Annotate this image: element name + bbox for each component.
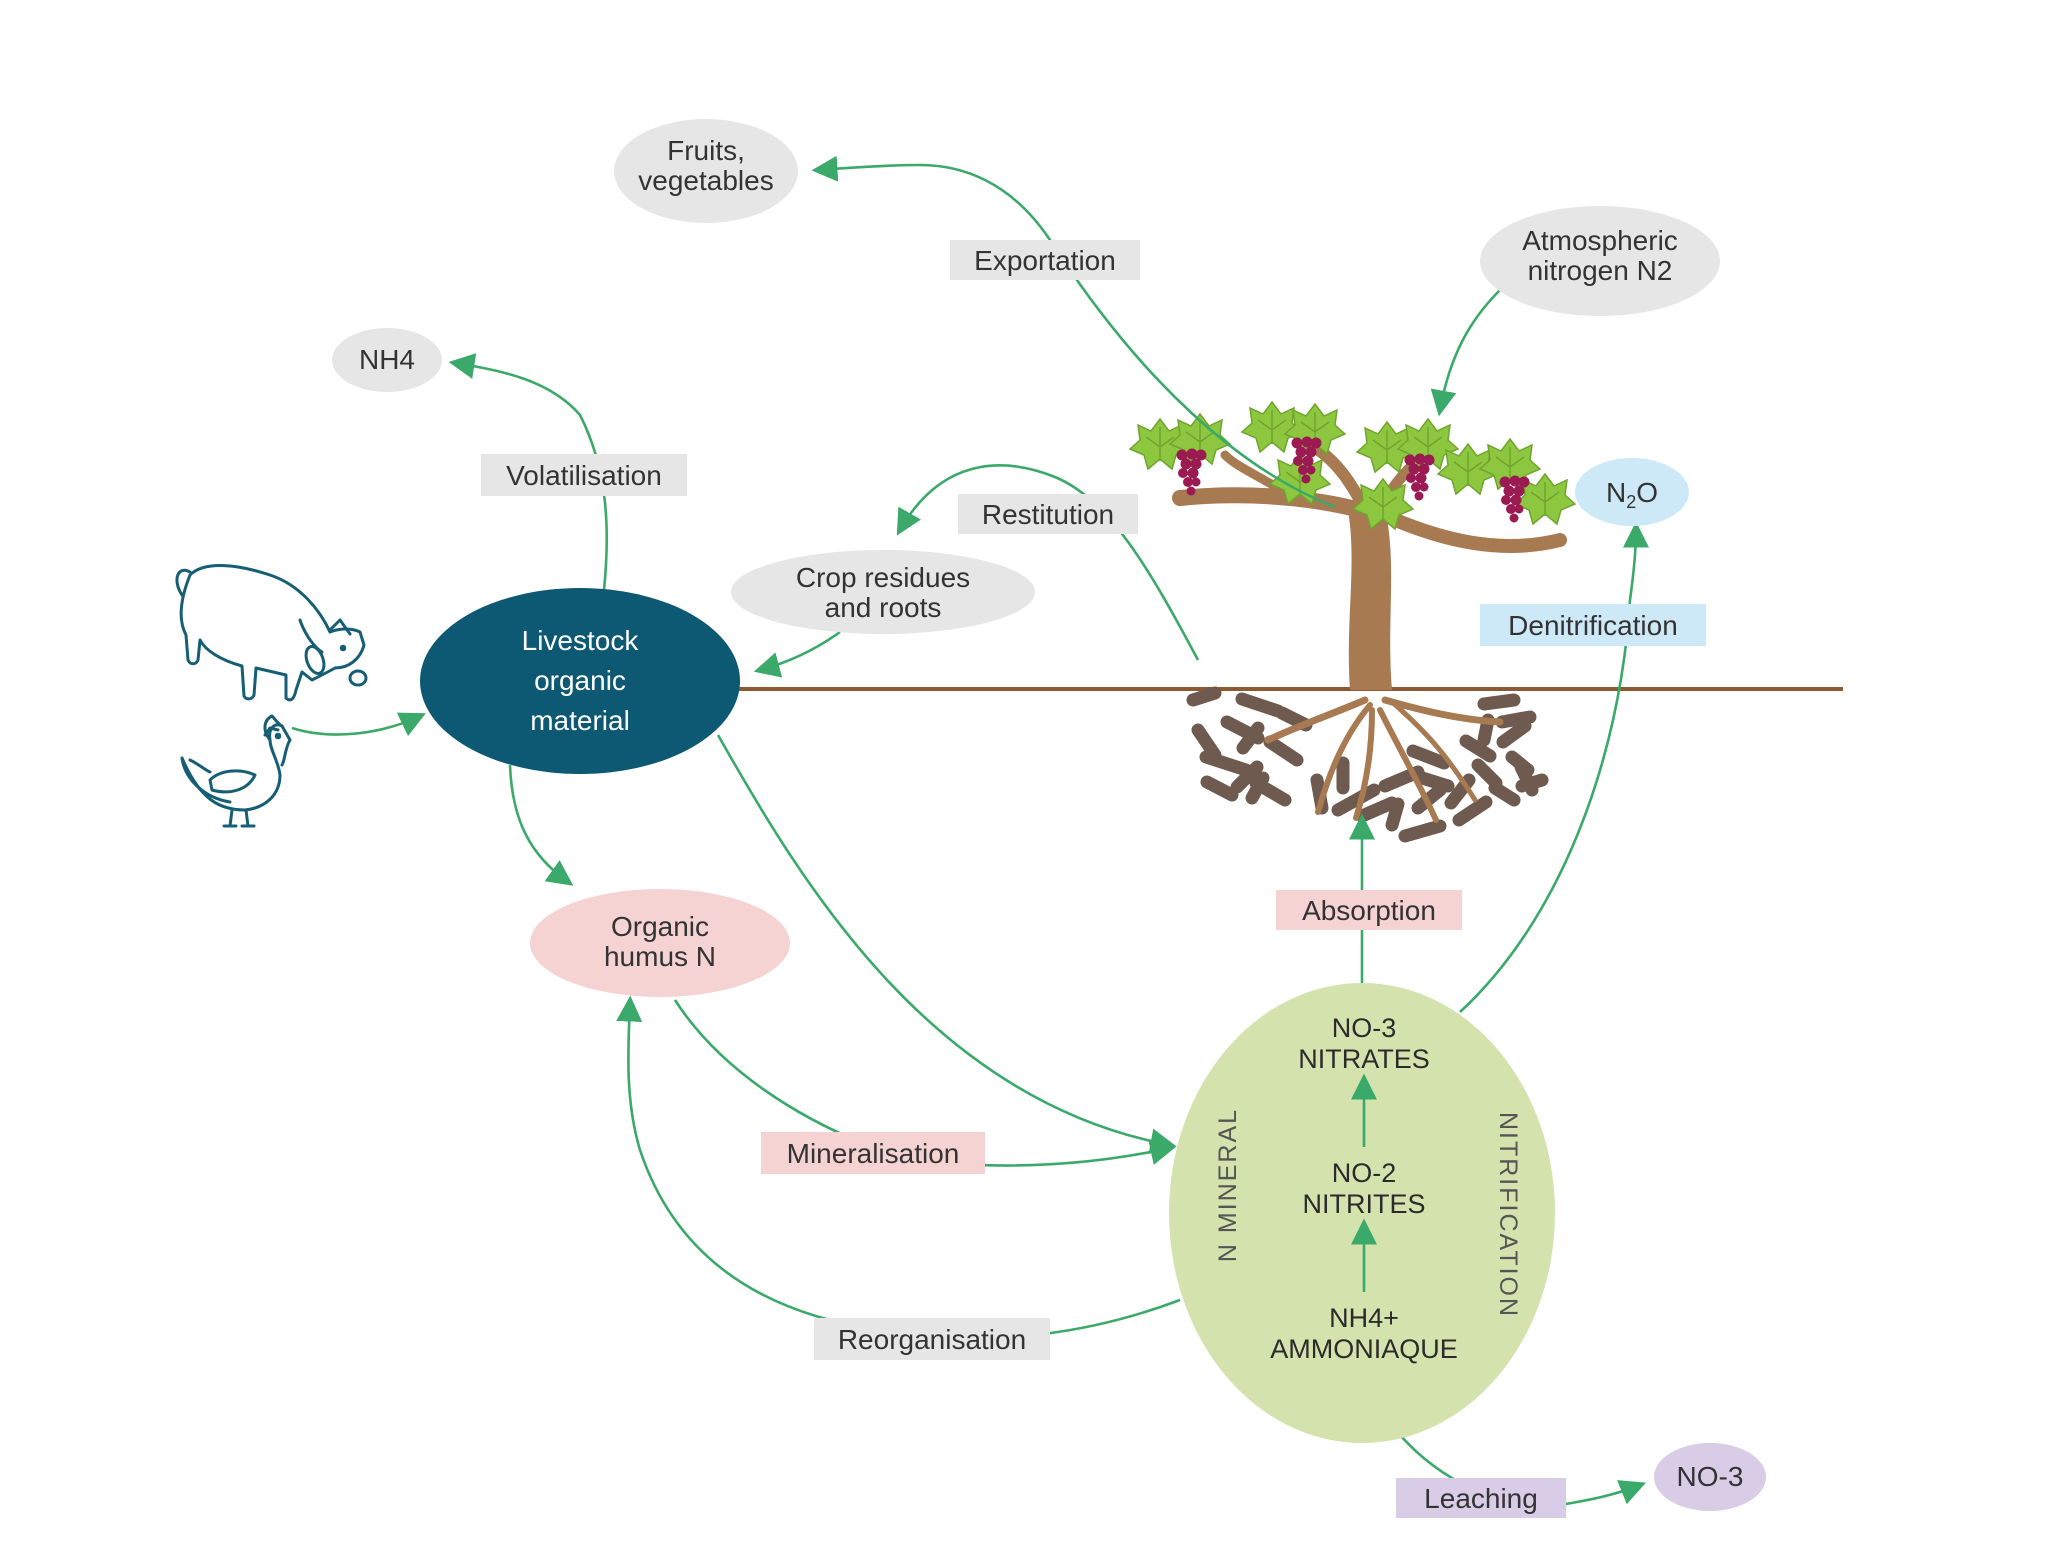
exportation-text: Exportation [974,245,1116,276]
humus-line-1: Organic [611,911,709,942]
arrow-denitrification [1459,521,1649,1013]
label-denitrification: Denitrification [1480,604,1706,646]
n2o-label: N2O [1606,477,1658,512]
fruits-line-1: Fruits, [667,135,745,166]
restitution-text: Restitution [982,499,1114,530]
nitrates-label: NITRATES [1298,1044,1430,1074]
arrow-reorganisation [616,995,1181,1340]
grapevine [1129,401,1576,823]
arrow-fixation [1430,289,1501,417]
label-mineralisation: Mineralisation [761,1132,985,1174]
atmospheric-line-2: nitrogen N2 [1528,255,1673,286]
denitrification-text: Denitrification [1508,610,1678,641]
arrow-exportation [811,155,1336,509]
chicken-icon [180,714,292,828]
pig-icon [175,564,368,702]
reorganisation-text: Reorganisation [838,1324,1026,1355]
node-fruits-vegetables: Fruits, vegetables [614,119,798,223]
node-mineral-pool: N MINERAL NITRIFICATION NO-3 NITRATES NO… [1169,983,1555,1443]
atmospheric-line-1: Atmospheric [1522,225,1678,256]
nh4-label: NH4 [359,344,415,375]
label-absorption: Absorption [1276,890,1462,930]
no3-formula: NO-3 [1332,1013,1397,1043]
nh4plus-formula: NH4+ [1329,1303,1399,1333]
node-organic-humus: Organic humus N [530,889,790,997]
node-livestock-organic-material: Livestock organic material [420,588,740,774]
mineralisation-text: Mineralisation [787,1138,960,1169]
ammoniaque-label: AMMONIAQUE [1270,1334,1458,1364]
humus-line-2: humus N [604,941,716,972]
arrow-volatilisation [448,353,609,591]
label-restitution: Restitution [958,494,1138,534]
arrow-restitution [896,464,1200,661]
label-reorganisation: Reorganisation [814,1318,1050,1360]
livestock-line-1: Livestock [522,625,640,656]
arrow-organic-to-mineral [716,734,1177,1155]
label-exportation: Exportation [950,240,1140,280]
livestock-line-2: organic [534,665,626,696]
n-mineral-label: N MINERAL [1214,1108,1242,1262]
node-crop-residues: Crop residues and roots [731,550,1035,634]
leaching-text: Leaching [1424,1483,1538,1514]
crop-residues-line-2: and roots [825,592,942,623]
nitrification-label: NITRIFICATION [1494,1112,1522,1318]
arrow-animals-to-organic [291,712,426,737]
absorption-text: Absorption [1302,895,1436,926]
nitrites-label: NITRITES [1302,1189,1425,1219]
no2-formula: NO-2 [1332,1158,1397,1188]
arrow-organic-to-humus [508,764,574,886]
arrow-residues-to-organic [753,630,841,678]
node-leached-nitrate: NO-3 [1654,1443,1766,1511]
node-n2o: N2O [1575,458,1689,526]
leached-no3-label: NO-3 [1677,1461,1744,1492]
fruits-line-2: vegetables [638,165,773,196]
livestock-line-3: material [530,705,630,736]
label-leaching: Leaching [1396,1478,1566,1518]
volatilisation-text: Volatilisation [506,460,662,491]
node-nh4: NH4 [332,328,442,392]
node-atmospheric-nitrogen: Atmospheric nitrogen N2 [1480,206,1720,316]
crop-residues-line-1: Crop residues [796,562,970,593]
label-volatilisation: Volatilisation [481,454,687,496]
